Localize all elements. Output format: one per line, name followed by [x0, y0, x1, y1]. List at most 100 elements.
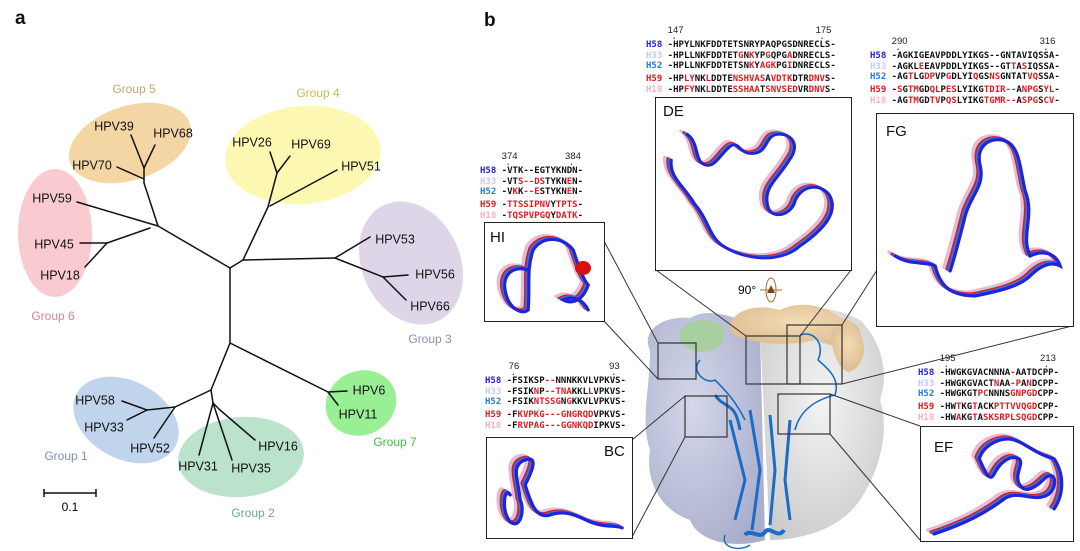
loop	[794, 333, 837, 431]
residue: N	[993, 368, 1000, 378]
residue: I	[967, 61, 973, 72]
residue: D	[808, 74, 815, 85]
residue: S	[523, 200, 529, 211]
residue: -	[667, 61, 674, 72]
residue: P	[776, 61, 782, 72]
residue: G	[539, 210, 546, 221]
residue: A	[929, 61, 936, 72]
residue: N	[1015, 389, 1021, 400]
residue: P	[598, 397, 605, 408]
residue: T	[555, 200, 562, 211]
sequence: -AGKIGEAVPDDLYIKGS--GNTAVIQSSA-	[892, 51, 1060, 62]
residue: K	[749, 61, 755, 72]
residue: N	[561, 187, 567, 198]
residue: D	[711, 84, 717, 95]
residue: H	[673, 40, 679, 50]
residue: G	[1026, 412, 1032, 423]
residue: V	[776, 84, 782, 95]
scale-bar	[43, 489, 97, 497]
residue: -	[620, 386, 626, 397]
rotation-label: 90°	[738, 283, 756, 297]
residue: -	[1053, 368, 1059, 378]
residue: S	[781, 84, 787, 95]
group-label: Group 1	[44, 449, 88, 463]
residue: Q	[770, 50, 777, 61]
residue: Y	[962, 72, 968, 83]
residue: V	[528, 210, 535, 221]
ef-loop-region-box[interactable]	[777, 393, 831, 435]
alignment-row: H58-HWGKGVACNNNA-AATDCPP-	[918, 368, 1059, 379]
residue: N	[988, 368, 994, 378]
variant-label: H58	[485, 376, 502, 386]
residue: D	[716, 84, 722, 95]
fg-loop-region-box[interactable]	[786, 324, 843, 385]
residue: A	[977, 402, 984, 413]
residue: S	[983, 51, 990, 61]
residue: E	[727, 61, 733, 72]
residue: T	[999, 402, 1005, 413]
residue: N	[989, 72, 995, 83]
residue: L	[956, 95, 963, 106]
de-loop-box: DE	[655, 97, 852, 271]
residue: I	[528, 200, 535, 211]
residue: V	[797, 84, 804, 95]
bc-loop-region-box[interactable]	[684, 395, 728, 438]
residue: T	[983, 95, 990, 106]
residue: G	[978, 61, 984, 72]
hi-loop-region-box[interactable]	[657, 342, 697, 380]
branch	[382, 274, 409, 278]
residue: E	[945, 85, 952, 96]
variant-label: H59	[918, 402, 935, 413]
sequence: -AGTMGDTVPQSLYIKGTGMR--ASPGSCV-	[892, 96, 1060, 107]
residue: G	[978, 72, 984, 83]
residue: K	[571, 376, 578, 386]
residue: L	[582, 386, 588, 397]
residue: R	[999, 412, 1005, 423]
residue: V	[609, 386, 616, 397]
branch	[212, 402, 233, 461]
residue: -	[989, 51, 995, 61]
taxon-label: HPV18	[40, 268, 80, 282]
beta-strand	[713, 394, 742, 431]
residue: A	[749, 84, 755, 95]
residue: D	[711, 40, 717, 50]
branch	[76, 201, 159, 227]
residue: G	[539, 420, 545, 431]
residue: V	[545, 200, 551, 211]
residue: S	[738, 74, 744, 85]
residue: D	[711, 61, 717, 72]
residue: S	[1021, 61, 1028, 72]
residue: N	[560, 386, 567, 397]
residue: K	[961, 378, 967, 389]
residue: T	[929, 95, 936, 106]
residue: N	[560, 397, 567, 408]
residue: S	[615, 376, 621, 386]
residue: N	[533, 397, 540, 408]
residue: H	[743, 74, 749, 85]
residue: I	[1027, 51, 1033, 61]
taxon-label: HPV51	[341, 159, 381, 173]
sequence: -HWAKGTASKSRPLSQGDCPP-	[940, 413, 1059, 424]
sequence: -HWTKGTACKPTTVVQGDCPP-	[940, 402, 1059, 413]
residue: S	[1015, 412, 1021, 423]
residue: C	[983, 389, 989, 400]
residue: N	[814, 84, 820, 95]
residue: G	[738, 50, 744, 61]
de-loop-region-box[interactable]	[745, 335, 801, 385]
residue: A	[566, 386, 572, 397]
residue: G	[902, 72, 908, 83]
variant-label: H58	[646, 40, 663, 50]
sequence: -FSIKNTSSGNGKKVLVPKVS-	[507, 397, 626, 408]
branch	[126, 409, 148, 421]
group-label: Group 3	[408, 332, 452, 346]
residue: T	[907, 72, 914, 83]
residue: C	[983, 402, 989, 413]
residue: -	[506, 386, 513, 397]
residue: D	[716, 61, 722, 72]
sequence: -VTK--EGTYKNDN-	[502, 166, 583, 177]
alignment-row: H33-HPLLNKFDDTETGNKYPGQPGADNRECLS-	[646, 51, 836, 62]
residue: G	[555, 397, 561, 408]
hi-helix-blob	[575, 261, 591, 275]
residue: N	[1005, 72, 1011, 83]
group-5-ellipse	[69, 102, 191, 184]
